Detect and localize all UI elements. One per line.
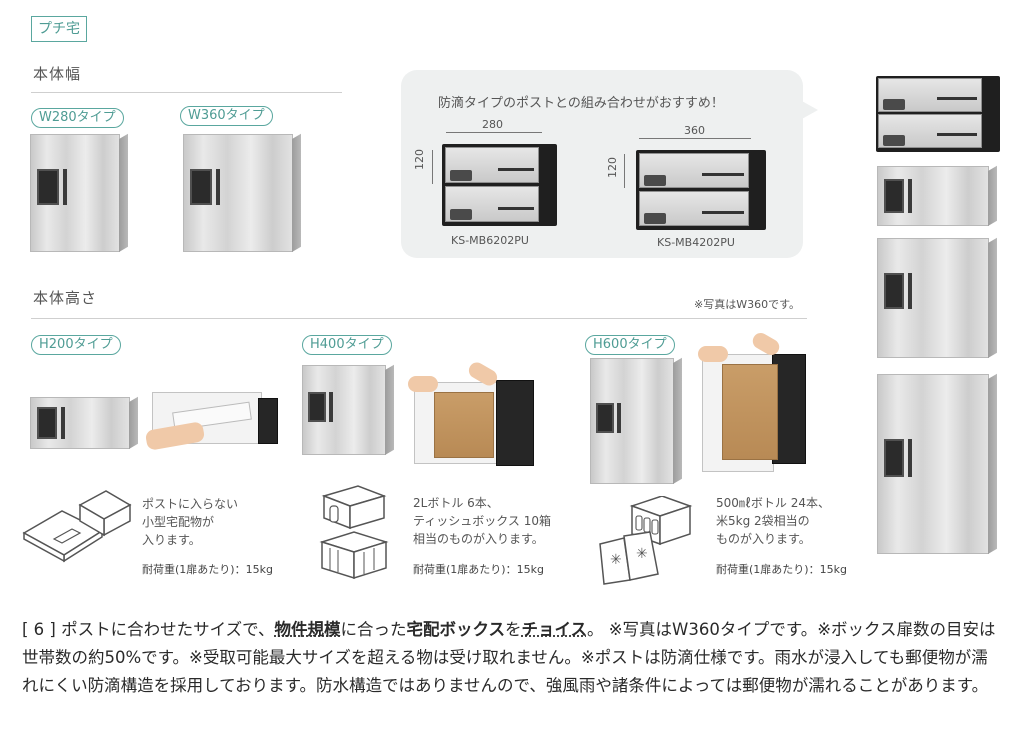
bubble-tail <box>800 100 818 120</box>
box-w360-image <box>183 134 293 252</box>
dim-height-label: 120 <box>606 157 619 178</box>
mail-slot <box>498 168 534 171</box>
dial-lock-icon <box>644 175 666 186</box>
stack-mailbox <box>876 76 1000 152</box>
h400-load: 耐荷重(1扉あたり)：15kg <box>413 563 544 576</box>
caption-emphasis-scale: 物件規模 <box>274 620 341 639</box>
tag-h600: H600タイプ <box>585 335 675 355</box>
combo-headline: 防滴タイプのポストとの組み合わせがおすすめ！ <box>438 96 724 111</box>
bottles-rice-illustration: ✳ ✳ <box>599 496 693 585</box>
mailbox-door <box>639 153 749 188</box>
mailbox-door <box>878 114 982 148</box>
slot-icon <box>908 179 912 213</box>
box-h600-image <box>590 358 674 484</box>
handle-icon <box>37 407 57 439</box>
handle-icon <box>884 179 904 213</box>
height-section-rule <box>31 318 807 319</box>
mailbox-door <box>639 191 749 226</box>
dial-lock-icon <box>450 170 472 181</box>
handle-icon <box>37 169 59 205</box>
tag-h200: H200タイプ <box>31 335 121 355</box>
h200-description: ポストに入らない 小型宅配物が 入ります。 <box>142 497 239 547</box>
height-section-title: 本体高さ <box>33 289 98 307</box>
mailbox-door <box>445 186 539 222</box>
dial-lock-icon <box>644 213 666 224</box>
width-section-title: 本体幅 <box>33 65 82 83</box>
stack-box-h400 <box>877 238 989 358</box>
tag-w280: W280タイプ <box>31 108 124 128</box>
h200-load: 耐荷重(1扉あたり)：15kg <box>142 563 273 576</box>
h600-load: 耐荷重(1扉あたり)：15kg <box>716 563 847 576</box>
svg-text:✳: ✳ <box>636 546 648 562</box>
width-section-rule <box>31 92 342 93</box>
dim-height-line <box>432 150 433 184</box>
slot-icon <box>908 273 912 309</box>
slot-icon <box>908 439 912 477</box>
dim-width-label: 280 <box>482 118 503 131</box>
dial-lock-icon <box>883 99 905 110</box>
mail-slot <box>937 133 977 136</box>
caption-text: [ 6 ] ポストに合わせたサイズで、物件規模に合った宅配ボックスをチョイス。 … <box>22 616 1002 700</box>
model-label-2: KS-MB4202PU <box>657 236 735 249</box>
dim-height-label: 120 <box>413 149 426 170</box>
slot-icon <box>63 169 67 205</box>
stack-box-h200 <box>877 166 989 226</box>
handle-icon <box>190 169 212 205</box>
tag-w360: W360タイプ <box>180 106 273 126</box>
caption-part: [ 6 ] ポストに合わせたサイズで、 <box>22 620 275 639</box>
dim-width-line <box>446 132 542 133</box>
h400-description: 2Lボトル 6本、 ティッシュボックス 10箱 相当のものが入ります。 <box>413 496 552 546</box>
mail-slot <box>498 207 534 210</box>
dial-lock-icon <box>450 209 472 220</box>
handle-icon <box>884 439 904 477</box>
caption-part: に合った <box>340 620 407 639</box>
tag-h400: H400タイプ <box>302 335 392 355</box>
hand-image <box>698 346 728 362</box>
dim-width-line <box>639 138 751 139</box>
mail-slot <box>702 173 744 176</box>
handle-icon <box>884 273 904 309</box>
mailbox-door <box>445 147 539 183</box>
carton-box <box>434 392 494 458</box>
slot-icon <box>617 403 621 433</box>
carton-box <box>722 364 778 460</box>
dim-width-label: 360 <box>684 124 705 137</box>
box-h400-image <box>302 365 386 455</box>
open-door <box>496 380 534 466</box>
caption-emphasis-box: 宅配ボックス <box>406 620 505 639</box>
bottles-tissue-illustration <box>319 485 389 580</box>
caption-emphasis-choice: チョイス <box>521 620 587 639</box>
mail-slot <box>702 211 744 214</box>
open-door <box>258 398 278 444</box>
slot-icon <box>329 392 333 422</box>
dial-lock-icon <box>883 135 905 146</box>
handle-icon <box>596 403 614 433</box>
slot-icon <box>216 169 220 205</box>
handle-icon <box>308 392 326 422</box>
mail-slot <box>937 97 977 100</box>
caption-part: を <box>504 620 522 639</box>
stack-box-h600 <box>877 374 989 554</box>
mailbox-door <box>878 78 982 112</box>
hand-image <box>408 376 438 392</box>
box-h200-image <box>30 397 130 449</box>
caption-part: 。 ※写真はW360タイプです。※ボックス扉数の目安は世帯数の約50%です。※受… <box>22 620 996 695</box>
mailbox-ks-mb6202pu <box>442 144 557 226</box>
photo-note: ※写真はW360です。 <box>694 298 800 311</box>
small-parcel-illustration <box>22 490 132 563</box>
slot-icon <box>61 407 65 439</box>
h600-description: 500㎖ボトル 24本、 米5kg 2袋相当の ものが入ります。 <box>716 496 830 546</box>
svg-text:✳: ✳ <box>610 552 622 568</box>
dim-height-line <box>624 154 625 188</box>
brand-tag: プチ宅 <box>31 16 87 42</box>
model-label-1: KS-MB6202PU <box>451 234 529 247</box>
mailbox-ks-mb4202pu <box>636 150 766 230</box>
box-w280-image <box>30 134 120 252</box>
